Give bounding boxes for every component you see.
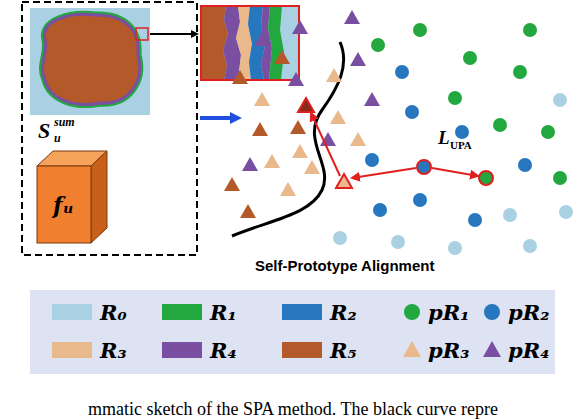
feature-triangle <box>298 98 314 112</box>
legend-swatch <box>162 304 202 320</box>
legend-label: pR₄ <box>508 340 549 361</box>
legend-symbol <box>402 340 422 360</box>
feature-circle <box>333 231 347 245</box>
legend-symbol <box>482 340 502 360</box>
align-arrow <box>432 168 478 176</box>
legend-swatch <box>52 342 92 358</box>
symbol-label: S <box>38 120 50 142</box>
subscript: u <box>54 132 61 144</box>
feature-circle <box>468 213 482 227</box>
blob-ring <box>42 14 139 104</box>
subscript: UPA <box>450 140 472 151</box>
legend-swatch <box>52 304 92 320</box>
feature-circle <box>553 171 567 185</box>
legend-label: pR₂ <box>508 302 549 323</box>
feature-cube: fᵤ <box>36 150 108 244</box>
feature-circle <box>417 160 431 174</box>
feature-circle <box>413 23 427 37</box>
feature-circle <box>373 203 387 217</box>
feature-triangle <box>288 72 304 86</box>
feature-points <box>224 10 573 255</box>
feature-triangle <box>254 92 270 106</box>
feature-triangle <box>240 204 256 218</box>
feature-circle <box>448 91 462 105</box>
feature-circle <box>391 235 405 249</box>
feature-triangle <box>336 174 352 188</box>
feature-circle <box>455 125 469 139</box>
feature-triangle <box>326 68 342 82</box>
feature-circle <box>503 208 517 222</box>
feature-circle <box>413 193 427 207</box>
feature-triangle <box>364 92 380 106</box>
feature-triangle <box>232 70 248 84</box>
feature-triangle <box>290 120 306 134</box>
feature-circle <box>541 125 555 139</box>
feature-circle <box>371 38 385 52</box>
feature-circle <box>513 65 527 79</box>
feature-circle <box>365 153 379 167</box>
align-arrow <box>352 168 416 178</box>
feature-circle <box>395 65 409 79</box>
feature-triangle <box>254 32 270 46</box>
feature-triangle <box>330 110 346 124</box>
legend-swatch <box>162 342 202 358</box>
feature-circle <box>523 239 537 253</box>
feature-triangle <box>304 160 320 174</box>
node-label: fᵤ <box>53 194 74 216</box>
feature-circle <box>523 23 537 37</box>
dashed-frame <box>22 2 197 255</box>
legend-label: R₂ <box>330 302 357 323</box>
feature-circle <box>559 205 573 219</box>
blob <box>42 14 139 104</box>
panel-title: Self-Prototype Alignment <box>255 258 434 273</box>
align-arrow <box>311 113 340 176</box>
loss-label: L <box>438 128 450 147</box>
zoom-inset <box>201 6 299 80</box>
legend-label: R₄ <box>210 340 237 361</box>
legend-label: pR₃ <box>428 340 469 361</box>
seg-background <box>30 8 150 115</box>
feature-triangle <box>350 132 366 146</box>
legend-label: pR₁ <box>428 302 469 323</box>
feature-circle <box>405 105 419 119</box>
zoom-mark <box>136 28 148 40</box>
feature-triangle <box>344 10 360 24</box>
feature-circle <box>553 93 567 107</box>
feature-triangle <box>242 157 258 171</box>
decision-curve <box>232 42 344 236</box>
feature-circle <box>479 171 493 185</box>
feature-circle <box>448 241 462 255</box>
feature-circle <box>463 51 477 65</box>
feature-circle <box>493 118 507 132</box>
legend-label: R₅ <box>330 340 357 361</box>
feature-circle <box>518 158 532 172</box>
feature-triangle <box>292 144 308 158</box>
legend-symbol <box>482 302 502 322</box>
legend-panel: R₀ R₁ R₂ pR₁ pR₂ R₃ R₄ R₅ pR₃ pR₄ <box>30 290 555 374</box>
flow-arrow <box>200 116 238 120</box>
superscript: sum <box>54 116 75 128</box>
feature-triangle <box>280 182 296 196</box>
legend-label: R₁ <box>210 302 237 323</box>
feature-triangle <box>292 20 308 34</box>
feature-triangle <box>224 177 240 191</box>
legend-swatch <box>282 342 322 358</box>
legend-swatch <box>282 304 322 320</box>
zoom-arrow <box>150 33 197 35</box>
feature-triangle <box>274 50 290 64</box>
legend-label: R₀ <box>100 302 127 323</box>
feature-triangle <box>350 52 366 66</box>
caption: mmatic sketch of the SPA method. The bla… <box>88 400 498 418</box>
feature-triangle <box>252 122 268 136</box>
feature-triangle <box>264 154 280 168</box>
legend-symbol <box>402 302 422 322</box>
legend-label: R₃ <box>100 340 127 361</box>
